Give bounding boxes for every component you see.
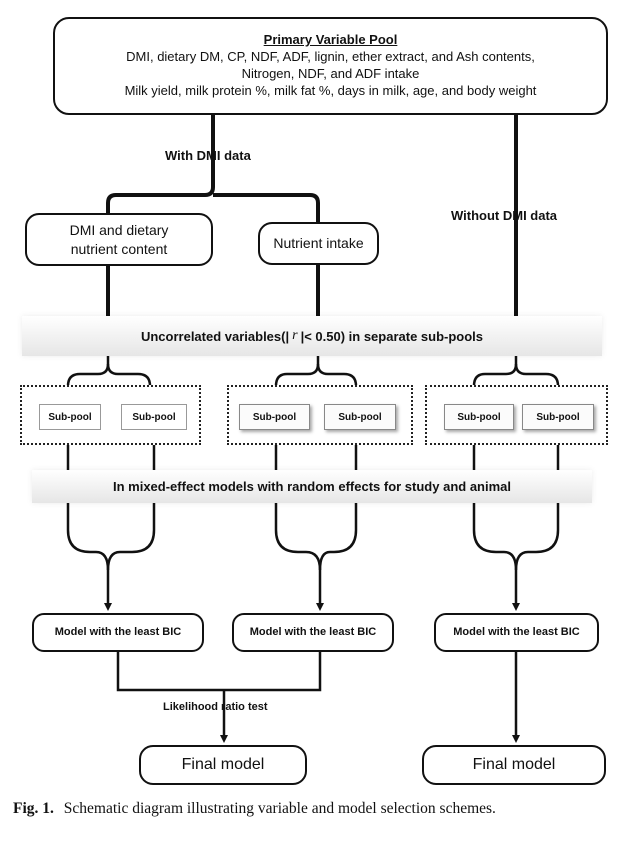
dmi-box-line-2: nutrient content <box>70 240 168 257</box>
mixed-effect-label: In mixed-effect models with random effec… <box>112 479 512 494</box>
subpool-box: Sub-pool <box>121 404 187 430</box>
uncorrelated-r-symbol: r <box>292 328 298 343</box>
pool-line-3: Milk yield, milk protein %, milk fat %, … <box>124 82 537 98</box>
model-least-bic-box-1: Model with the least BIC <box>32 613 204 652</box>
without-dmi-label: Without DMI data <box>451 208 558 223</box>
connector-pool-to-dmi <box>106 115 215 213</box>
figure-caption: Fig. 1. Schematic diagram illustrating v… <box>13 800 613 819</box>
connector-pool-to-intake <box>213 193 320 222</box>
uncorrelated-variables-band: Uncorrelated variables(|r|< 0.50) in sep… <box>22 316 602 356</box>
subpool-group-2: Sub-pool Sub-pool <box>227 385 413 445</box>
uncorrelated-suffix: |< 0.50) in separate sub-pools <box>300 328 484 344</box>
model-label-2: Model with the least BIC <box>249 626 377 639</box>
subpool-box: Sub-pool <box>444 404 514 430</box>
nutrient-intake-box: Nutrient intake <box>258 222 379 265</box>
uncorrelated-prefix: Uncorrelated variables(| <box>140 328 290 344</box>
likelihood-ratio-label: Likelihood ratio test <box>163 701 268 713</box>
mixed-effect-models-band: In mixed-effect models with random effec… <box>32 470 592 503</box>
final-model-box-1: Final model <box>139 745 307 785</box>
model-least-bic-box-2: Model with the least BIC <box>232 613 394 652</box>
model-label-1: Model with the least BIC <box>54 626 182 639</box>
final-model-box-2: Final model <box>422 745 606 785</box>
primary-variable-pool: Primary Variable Pool DMI, dietary DM, C… <box>53 17 608 115</box>
connector-lines <box>64 115 562 743</box>
subpool-box: Sub-pool <box>39 404 101 430</box>
pool-line-2: Nitrogen, NDF, and ADF intake <box>241 66 420 81</box>
pool-line-1: DMI, dietary DM, CP, NDF, ADF, lignin, e… <box>126 49 535 65</box>
final-model-label-1: Final model <box>181 755 265 773</box>
subpool-group-1: Sub-pool Sub-pool <box>20 385 201 445</box>
dmi-box-line-1: DMI and dietary <box>69 221 169 238</box>
caption-fig-number: Fig. 1. <box>13 800 54 817</box>
subpool-box: Sub-pool <box>522 404 594 430</box>
final-model-label-2: Final model <box>472 755 556 773</box>
with-dmi-label: With DMI data <box>165 148 251 163</box>
model-label-3: Model with the least BIC <box>453 626 580 639</box>
flow-diagram: Primary Variable Pool DMI, dietary DM, C… <box>20 17 608 785</box>
subpool-group-3: Sub-pool Sub-pool <box>425 385 608 445</box>
model-least-bic-box-3: Model with the least BIC <box>434 613 599 652</box>
caption-text: Schematic diagram illustrating variable … <box>63 800 496 817</box>
pool-title: Primary Variable Pool <box>263 32 398 48</box>
subpool-box: Sub-pool <box>239 404 310 430</box>
dmi-nutrient-content-box: DMI and dietary nutrient content <box>25 213 213 266</box>
subpool-box: Sub-pool <box>324 404 396 430</box>
nutrient-intake-label: Nutrient intake <box>273 235 364 252</box>
